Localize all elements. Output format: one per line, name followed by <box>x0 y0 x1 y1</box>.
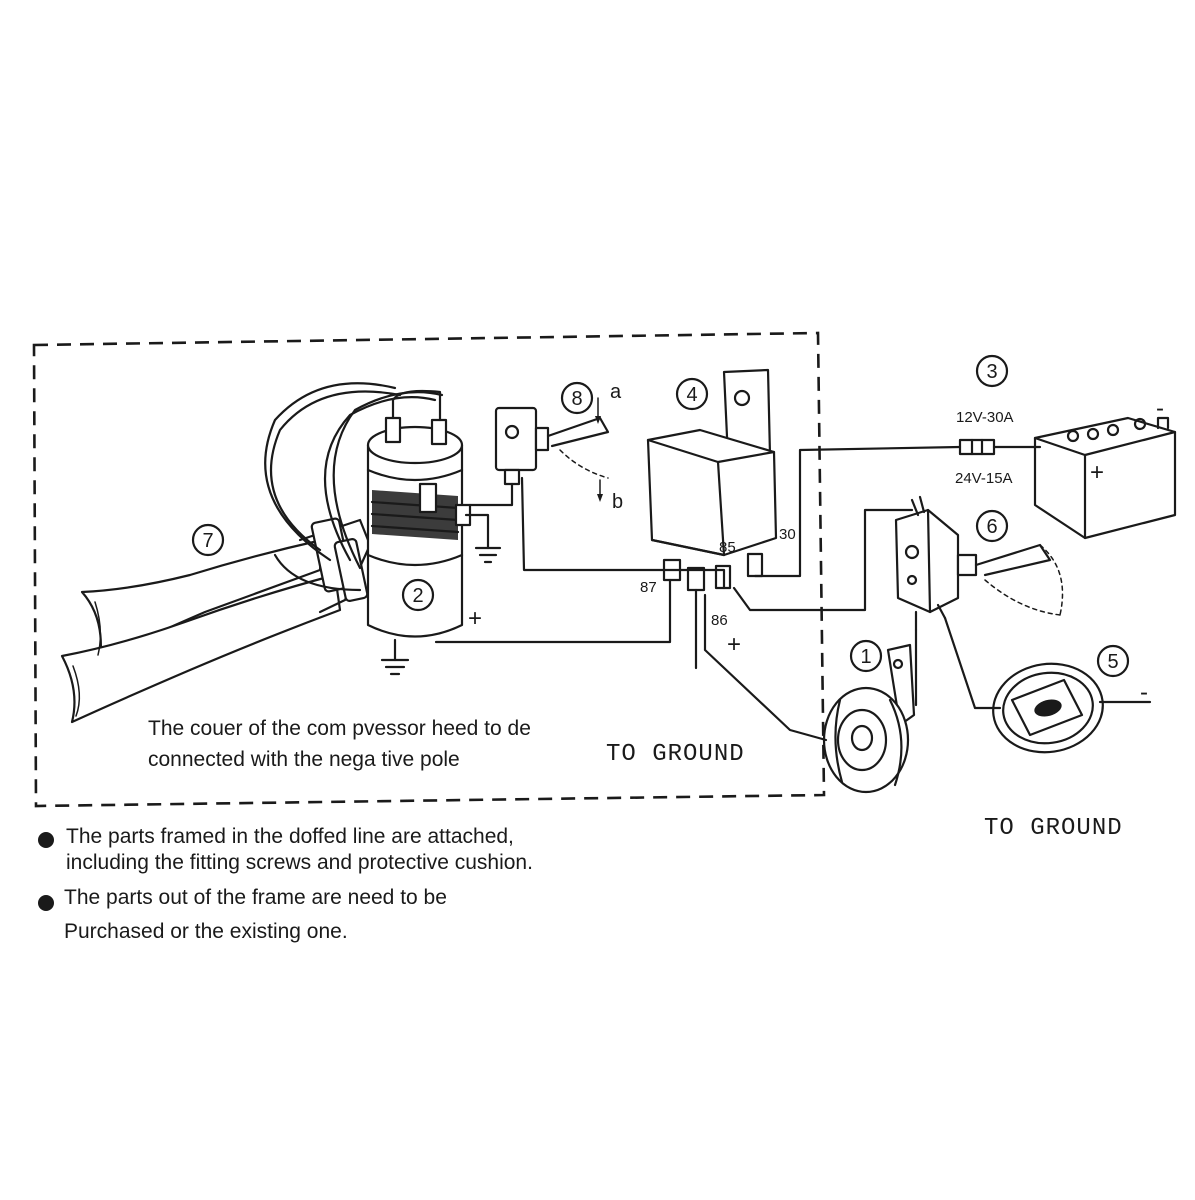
compressor <box>366 389 472 638</box>
battery <box>1033 416 1177 540</box>
toggle-switch-marker <box>560 381 594 415</box>
fuse-rating-12v: 12V-30A <box>956 409 1014 426</box>
relay-terminal-85: 85 <box>719 539 736 556</box>
electric-horn <box>822 643 916 794</box>
ground-label-outside: TO GROUND <box>984 815 1123 842</box>
steering-wheel-marker <box>1096 644 1130 678</box>
bullet-1-line2: including the fitting screws and protect… <box>66 851 533 874</box>
included-parts-frame <box>32 331 826 808</box>
relay86-plus-sign: + <box>727 631 741 658</box>
switch-position-a: a <box>610 381 622 403</box>
frame-note-line2: connected with the nega tive pole <box>148 748 460 771</box>
air-horns-marker <box>191 523 225 557</box>
bullet-2-line2: Purchased or the existing one. <box>64 920 348 943</box>
electric-horn-number: 1 <box>860 646 871 668</box>
wiring <box>434 445 1042 742</box>
battery-minus-sign: - <box>1156 395 1164 422</box>
battery-number: 3 <box>986 361 997 383</box>
compressor-marker <box>401 578 435 612</box>
relay <box>646 368 778 592</box>
horn-switch-number: 6 <box>986 516 997 538</box>
toggle-switch <box>494 397 610 502</box>
horn-switch <box>894 495 1064 632</box>
battery-plus-sign: + <box>1090 459 1104 486</box>
relay-marker <box>675 377 709 411</box>
compressor-number: 2 <box>412 585 423 607</box>
frame-note-line1: The couer of the com pvessor heed to de <box>148 717 531 740</box>
air-horns-number: 7 <box>202 530 213 552</box>
relay-terminal-86: 86 <box>711 612 728 629</box>
compressor-plus-sign: + <box>468 605 482 632</box>
steering-wheel <box>992 662 1152 754</box>
relay-number: 4 <box>686 384 697 406</box>
fuse-rating-24v: 24V-15A <box>955 470 1013 487</box>
bullet-dot-2 <box>38 895 54 911</box>
switch-position-b: b <box>612 491 623 513</box>
relay-terminal-30: 30 <box>779 526 796 543</box>
toggle-switch-number: 8 <box>571 388 582 410</box>
steering-wheel-number: 5 <box>1107 651 1118 673</box>
electric-horn-marker <box>849 639 883 673</box>
bullet-2-line1: The parts out of the frame are need to b… <box>64 886 447 909</box>
compressor-ground-right <box>464 513 502 564</box>
horn-switch-marker <box>975 509 1009 543</box>
bullet-dot-1 <box>38 832 54 848</box>
relay-terminal-87: 87 <box>640 579 657 596</box>
battery-marker <box>975 354 1009 388</box>
bullet-1-line1: The parts framed in the doffed line are … <box>66 825 514 848</box>
fuse <box>958 438 996 456</box>
steering-minus-sign: - <box>1140 679 1148 706</box>
air-horns <box>60 382 444 724</box>
ground-label-inside: TO GROUND <box>606 741 745 768</box>
compressor-ground-bottom <box>380 638 410 676</box>
